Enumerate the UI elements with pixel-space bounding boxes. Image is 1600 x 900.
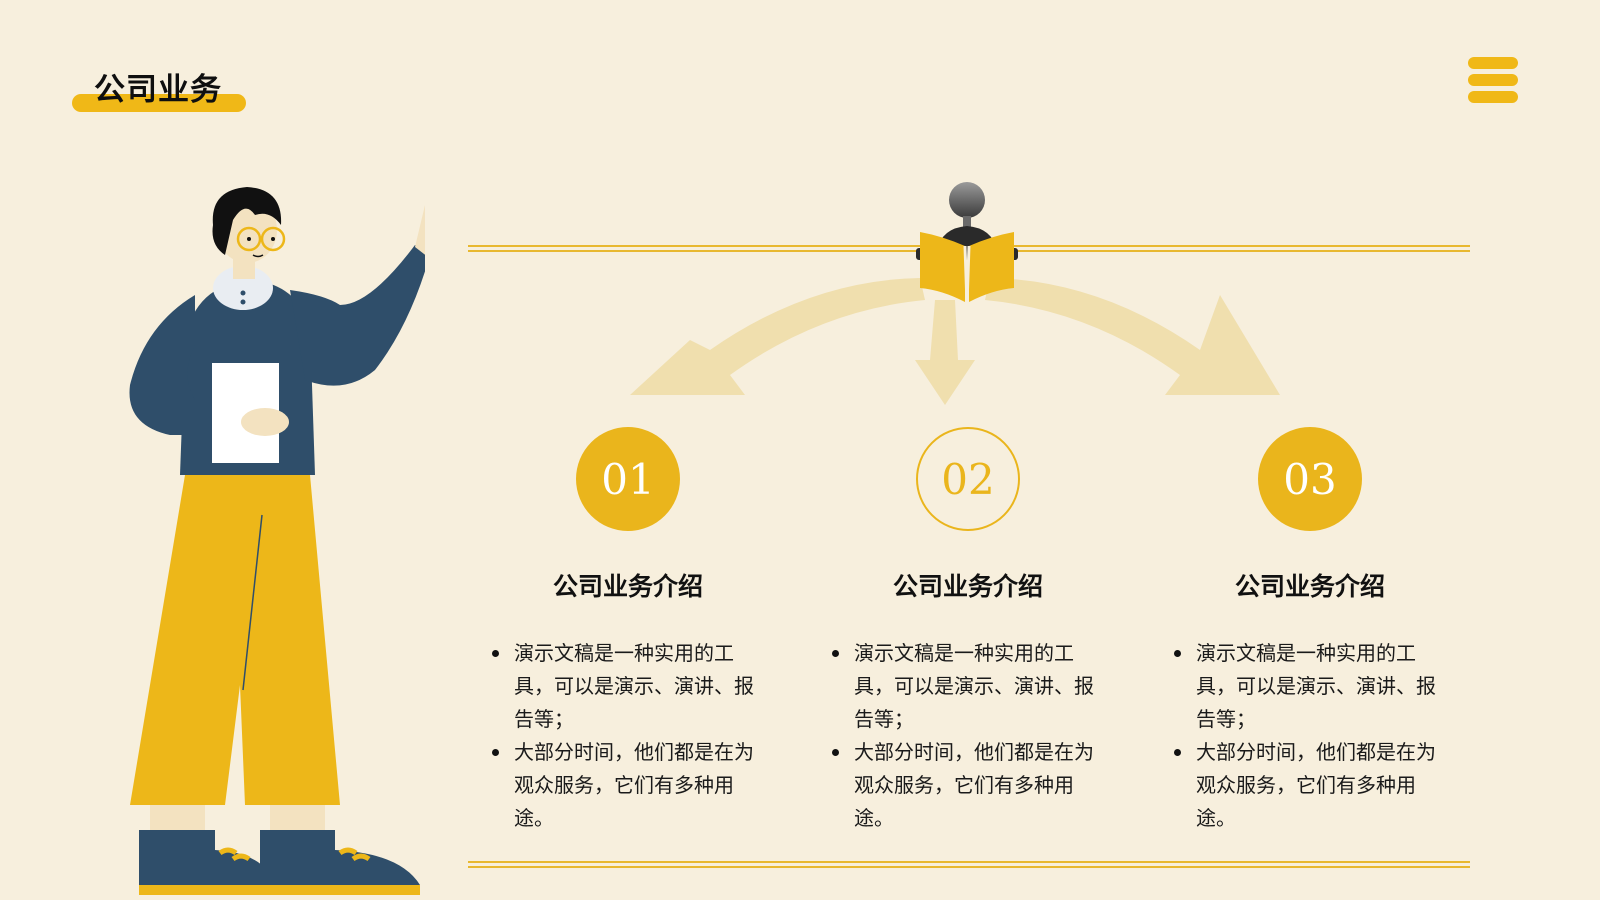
menu-bar — [1468, 91, 1518, 103]
left-sole — [139, 885, 275, 895]
eye — [271, 237, 275, 241]
eye — [247, 237, 251, 241]
title-highlight-bar — [72, 94, 246, 112]
right-ankle — [270, 805, 325, 830]
book-spine — [963, 245, 971, 305]
page-title: 公司业务 — [94, 72, 222, 108]
right-arm — [290, 245, 425, 386]
step-heading: 公司业务介绍 — [1234, 572, 1385, 601]
step-heading: 公司业务介绍 — [552, 572, 703, 601]
step-card-01: 01 公司业务介绍 演示文稿是一种实用的工具，可以是演示、演讲、报告等； 大部分… — [458, 427, 798, 835]
right-shoe — [260, 830, 420, 885]
open-book — [969, 232, 1014, 302]
hamburger-menu-icon[interactable] — [1468, 57, 1518, 109]
step-number-badge: 01 — [576, 427, 680, 531]
step-number-badge: 02 — [916, 427, 1020, 531]
reader-neck — [963, 216, 971, 228]
trouser-crease — [242, 514, 263, 691]
list-item: 大部分时间，他们都是在为观众服务，它们有多种用途。 — [830, 736, 1108, 835]
left-shoe — [139, 830, 275, 885]
collar-button — [240, 299, 246, 305]
branch-arrows — [630, 278, 1280, 405]
list-item: 演示文稿是一种实用的工具，可以是演示、演讲、报告等； — [830, 637, 1108, 736]
list-item: 演示文稿是一种实用的工具，可以是演示、演讲、报告等； — [490, 637, 768, 736]
step-card-02: 02 公司业务介绍 演示文稿是一种实用的工具，可以是演示、演讲、报告等； 大部分… — [798, 427, 1138, 835]
step-heading: 公司业务介绍 — [892, 572, 1043, 601]
person-illustration — [129, 187, 425, 895]
step-bullet-list: 演示文稿是一种实用的工具，可以是演示、演讲、报告等； 大部分时间，他们都是在为观… — [1172, 637, 1450, 835]
list-item: 大部分时间，他们都是在为观众服务，它们有多种用途。 — [1172, 736, 1450, 835]
left-arm — [129, 295, 255, 435]
raised-hand — [415, 205, 425, 255]
right-laces — [338, 847, 371, 862]
shirt-collar — [213, 266, 273, 310]
list-item: 大部分时间，他们都是在为观众服务，它们有多种用途。 — [490, 736, 768, 835]
open-book — [920, 232, 965, 302]
collar-button — [240, 290, 246, 296]
decorative-line-bottom — [468, 861, 1470, 869]
reader-head — [949, 182, 985, 218]
mouth — [252, 254, 264, 258]
left-laces — [218, 847, 251, 862]
person-reading-icon — [916, 182, 1018, 305]
holding-hand — [241, 408, 289, 436]
left-ankle — [150, 805, 205, 830]
step-bullet-list: 演示文稿是一种实用的工具，可以是演示、演讲、报告等； 大部分时间，他们都是在为观… — [490, 637, 768, 835]
hair — [212, 187, 282, 255]
menu-bar — [1468, 74, 1518, 86]
step-number-badge: 03 — [1258, 427, 1362, 531]
list-item: 演示文稿是一种实用的工具，可以是演示、演讲、报告等； — [1172, 637, 1450, 736]
menu-bar — [1468, 57, 1518, 69]
step-bullet-list: 演示文稿是一种实用的工具，可以是演示、演讲、报告等； 大部分时间，他们都是在为观… — [830, 637, 1108, 835]
middle-branch-arrow — [915, 300, 975, 405]
right-sole — [260, 885, 420, 895]
left-branch-arrow — [630, 278, 925, 395]
right-branch-arrow — [985, 278, 1280, 395]
page-title-block: 公司业务 — [72, 62, 248, 118]
trousers — [130, 475, 340, 805]
step-card-03: 03 公司业务介绍 演示文稿是一种实用的工具，可以是演示、演讲、报告等； 大部分… — [1140, 427, 1480, 835]
